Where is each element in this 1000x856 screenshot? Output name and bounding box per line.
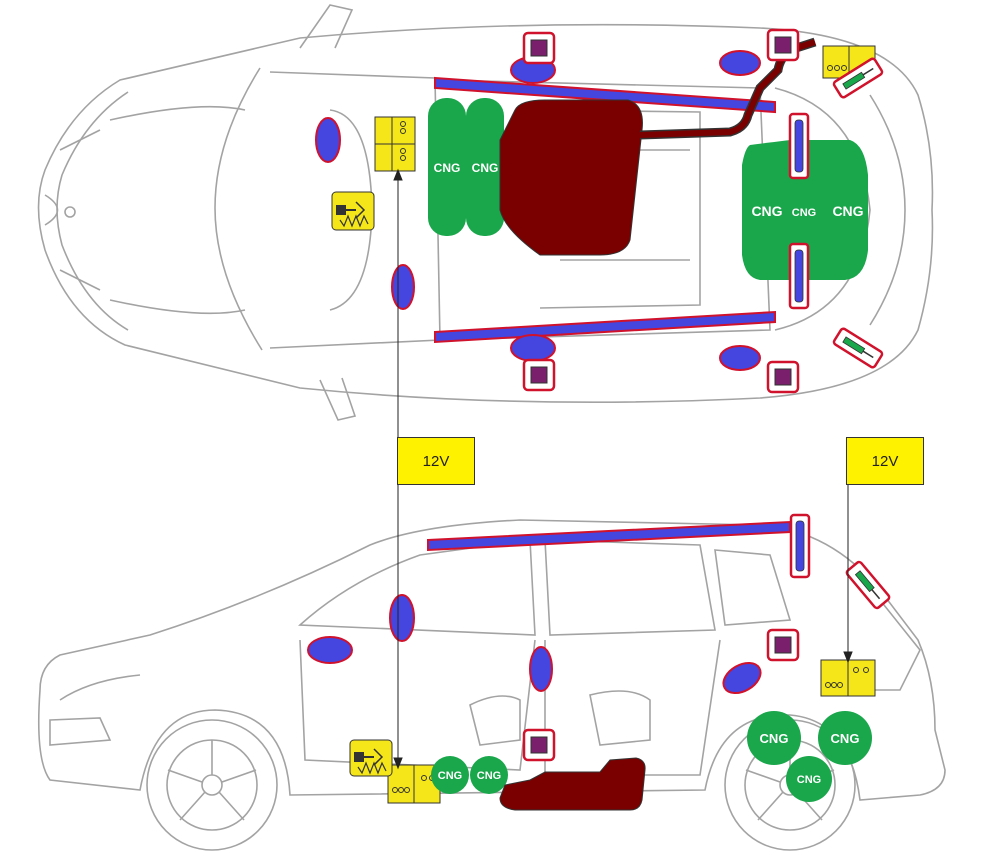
cng-label: CNG: [831, 731, 860, 746]
cng-label: CNG: [434, 161, 461, 175]
top-roof-curtain-airbag-lower: [434, 310, 776, 344]
side-battery-rear: [820, 659, 876, 697]
cng-label: CNG: [792, 207, 816, 219]
top-gas-inflator-upper: [788, 112, 810, 180]
side-view-car: [38, 519, 946, 851]
cng-label: CNG: [472, 161, 499, 175]
voltage-label-rear: 12V: [846, 437, 924, 485]
side-cng-tanks-rear: CNG CNG CNG: [747, 711, 872, 802]
cng-label: CNG: [751, 203, 782, 219]
cng-label: CNG: [797, 774, 821, 786]
side-battery-front: [387, 764, 441, 804]
cng-label: CNG: [438, 770, 462, 782]
top-gas-inflator-lower: [788, 242, 810, 310]
top-gas-spring-lower: [831, 326, 885, 370]
voltage-label-front: 12V: [397, 437, 475, 485]
side-curtain-airbag: [427, 520, 791, 552]
top-roof-curtain-airbag-upper: [434, 76, 776, 114]
cng-label: CNG: [832, 203, 863, 219]
side-gas-inflator: [789, 513, 811, 579]
side-gas-spring: [844, 559, 892, 611]
cng-label: CNG: [477, 770, 501, 782]
side-fuel-tank: [499, 757, 646, 811]
side-airbags: [307, 594, 762, 695]
side-pretensioner-icon: [349, 739, 393, 777]
top-pretensioner-icon: [331, 191, 375, 231]
top-cng-tank-rear: CNG CNG CNG: [742, 140, 868, 280]
side-cng-tanks-front: CNG CNG: [431, 756, 508, 794]
top-battery-front-shape: [374, 116, 416, 172]
top-cng-tank-front: CNG CNG: [428, 98, 504, 236]
cng-label: CNG: [760, 731, 789, 746]
